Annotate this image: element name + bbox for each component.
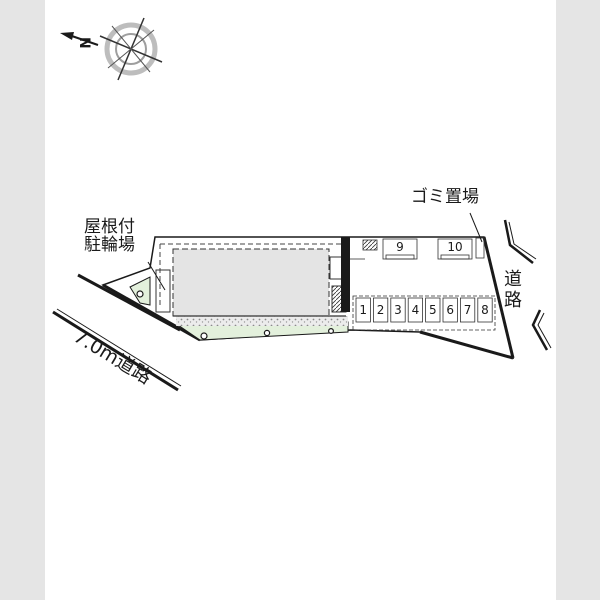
road-right-edge (503, 219, 552, 351)
parking-spot-number: 5 (429, 303, 437, 317)
parking-bay (477, 297, 493, 323)
garbage-area-label: ゴミ置場 (411, 187, 479, 207)
roof-bike-parking-line2: 駐輪場 (84, 234, 135, 255)
parking-spot-number: 4 (412, 303, 420, 317)
building (155, 237, 350, 317)
parking-bay (355, 297, 371, 323)
parking-spot-number: 2 (377, 303, 385, 317)
parking-spot-number: 6 (446, 303, 454, 317)
parking-bay (459, 297, 476, 323)
parking-spot-number: 8 (481, 303, 489, 317)
roof-bike-parking-line1: 屋根付 (84, 217, 135, 237)
parking-bay (425, 297, 441, 323)
parking-spot-number: 7 (464, 303, 472, 317)
parking-top-row (350, 237, 485, 260)
roof-leader (147, 261, 166, 291)
parking-spot-number: 9 (396, 240, 404, 254)
parking-spot-number: 10 (447, 240, 462, 254)
garbage-leader (469, 212, 483, 243)
compass-letter: N (76, 37, 92, 49)
parking-bay (372, 297, 389, 323)
lamp-markers (136, 290, 335, 340)
parking-bottom-row (352, 295, 496, 331)
parking-spot-number: 3 (394, 303, 402, 317)
parking-bay (407, 297, 424, 323)
gravel-strip (176, 316, 348, 326)
road-left-edge (52, 273, 182, 392)
parking-bay (442, 297, 458, 323)
roof-bike-parking-label: 屋根付 駐輪場 (84, 217, 154, 255)
compass-icon (60, 17, 163, 81)
road-right-label: 道路 (504, 269, 522, 311)
parking-spot-number: 1 (359, 303, 367, 317)
parking-bay (390, 297, 406, 323)
